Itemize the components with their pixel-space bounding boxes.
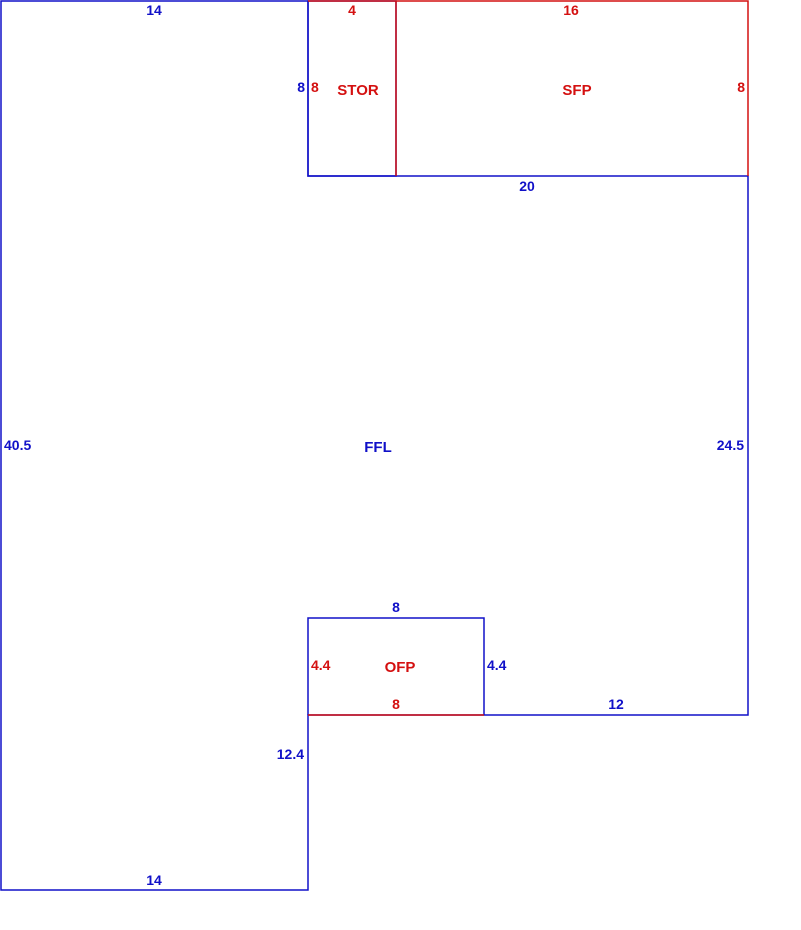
- dim-ofp-bottom: 8: [392, 696, 400, 712]
- dim-sfp-top: 16: [563, 2, 579, 18]
- dim-stor-left-outer: 8: [297, 79, 305, 95]
- dim-right-side: 24.5: [717, 437, 744, 453]
- dim-stor-top: 4: [348, 2, 356, 18]
- dim-ofp-right: 4.4: [487, 657, 507, 673]
- area-label-ofp: OFP: [385, 659, 416, 676]
- dim-top-left: 14: [146, 2, 162, 18]
- dim-left-side: 40.5: [4, 437, 31, 453]
- area-label-stor: STOR: [337, 82, 379, 99]
- dim-ofp-left: 4.4: [311, 657, 331, 673]
- dim-bottom-right: 12: [608, 696, 624, 712]
- dim-ofp-top: 8: [392, 599, 400, 615]
- dim-bottom-left: 14: [146, 872, 162, 888]
- area-label-sfp: SFP: [562, 82, 591, 99]
- open-porch-outline: [307, 617, 485, 715]
- screened-porch-outline: [396, 0, 749, 176]
- dim-stor-left-inner: 8: [311, 79, 319, 95]
- area-label-ffl: FFL: [364, 439, 392, 456]
- dim-main-top-right: 20: [519, 178, 535, 194]
- dim-notch-left: 12.4: [277, 746, 304, 762]
- dim-sfp-right: 8: [737, 79, 745, 95]
